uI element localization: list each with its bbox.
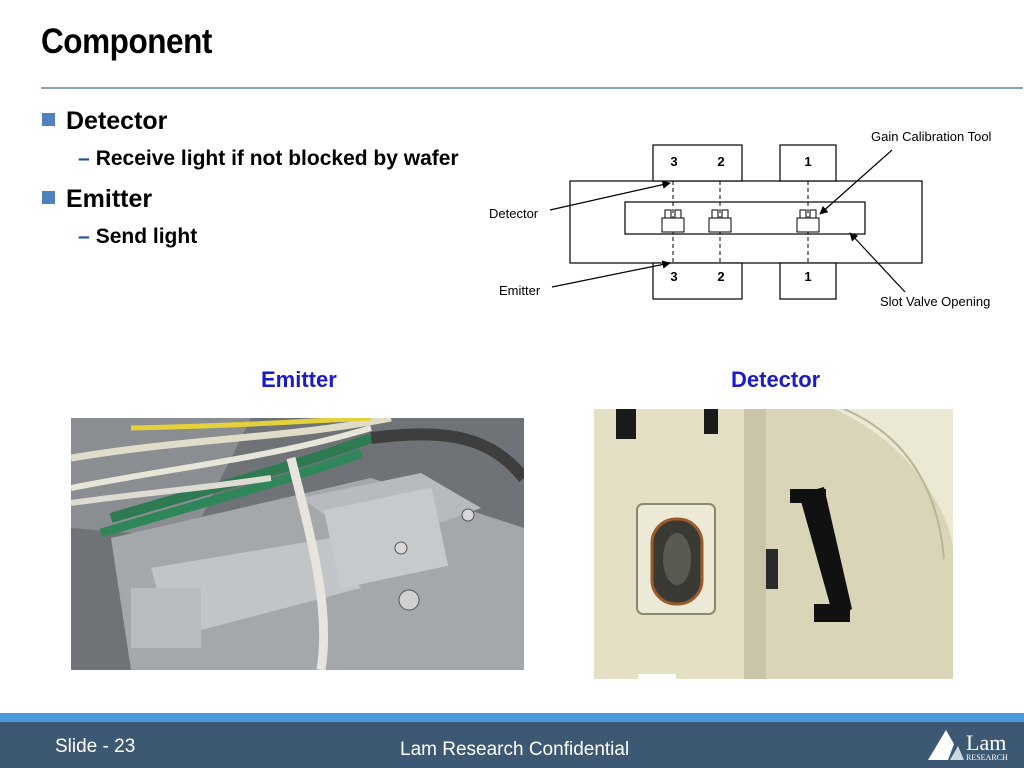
detector-photo	[594, 409, 953, 679]
bullet-emitter: Emitter	[42, 185, 152, 214]
emitter-caption: Emitter	[261, 367, 337, 392]
title-divider	[41, 87, 1023, 89]
label-slot-valve: Slot Valve Opening	[880, 294, 990, 309]
arrow-gain-tool	[819, 149, 893, 215]
emitter-photo	[71, 418, 524, 670]
bottom-box-32	[652, 262, 743, 300]
bottom-slot-2: 2	[717, 269, 724, 284]
sensor-glyph-1	[796, 209, 820, 233]
label-gain-tool: Gain Calibration Tool	[871, 129, 992, 144]
label-detector: Detector	[489, 206, 539, 221]
top-slot-3: 3	[670, 154, 677, 169]
bullet-label: Emitter	[66, 185, 153, 213]
bottom-box-1	[779, 262, 837, 300]
arrow-slot-valve	[849, 232, 906, 293]
svg-text:Lam: Lam	[966, 730, 1006, 755]
lam-research-logo: Lam RESEARCH	[928, 730, 1008, 762]
svg-text:RESEARCH: RESEARCH	[966, 753, 1008, 762]
square-bullet-icon	[42, 191, 55, 204]
bottom-slot-3: 3	[670, 269, 677, 284]
sensor-diagram: 3 2 1 3 2 1 Detector Emitter Gain Calibr…	[489, 129, 992, 309]
sub-bullet-text: Receive light if not blocked by wafer	[95, 147, 459, 170]
sub-bullet-emitter: –Send light	[78, 225, 197, 249]
square-bullet-icon	[42, 113, 55, 126]
detector-caption: Detector	[731, 367, 821, 392]
dash-bullet-icon: –	[78, 225, 90, 248]
footer-accent-band	[0, 713, 1024, 722]
slide-number: Slide - 23	[55, 736, 136, 757]
top-slot-2: 2	[717, 154, 724, 169]
sensor-glyph-2	[708, 209, 732, 233]
top-slot-1: 1	[804, 154, 811, 169]
bottom-slot-1: 1	[804, 269, 811, 284]
dash-bullet-icon: –	[78, 147, 90, 170]
confidential-note: Lam Research Confidential	[400, 739, 630, 760]
sub-bullet-detector: –Receive light if not blocked by wafer	[78, 147, 459, 171]
arrow-detector	[549, 180, 671, 211]
bullet-detector: Detector	[42, 107, 167, 136]
label-emitter: Emitter	[499, 283, 541, 298]
slide-title: Component	[41, 22, 212, 61]
bullet-label: Detector	[66, 107, 168, 135]
footer-bar	[0, 722, 1024, 768]
sensor-glyph-3	[661, 209, 685, 233]
arrow-emitter	[551, 260, 671, 288]
top-box-32	[652, 144, 743, 182]
sub-bullet-text: Send light	[95, 225, 198, 248]
